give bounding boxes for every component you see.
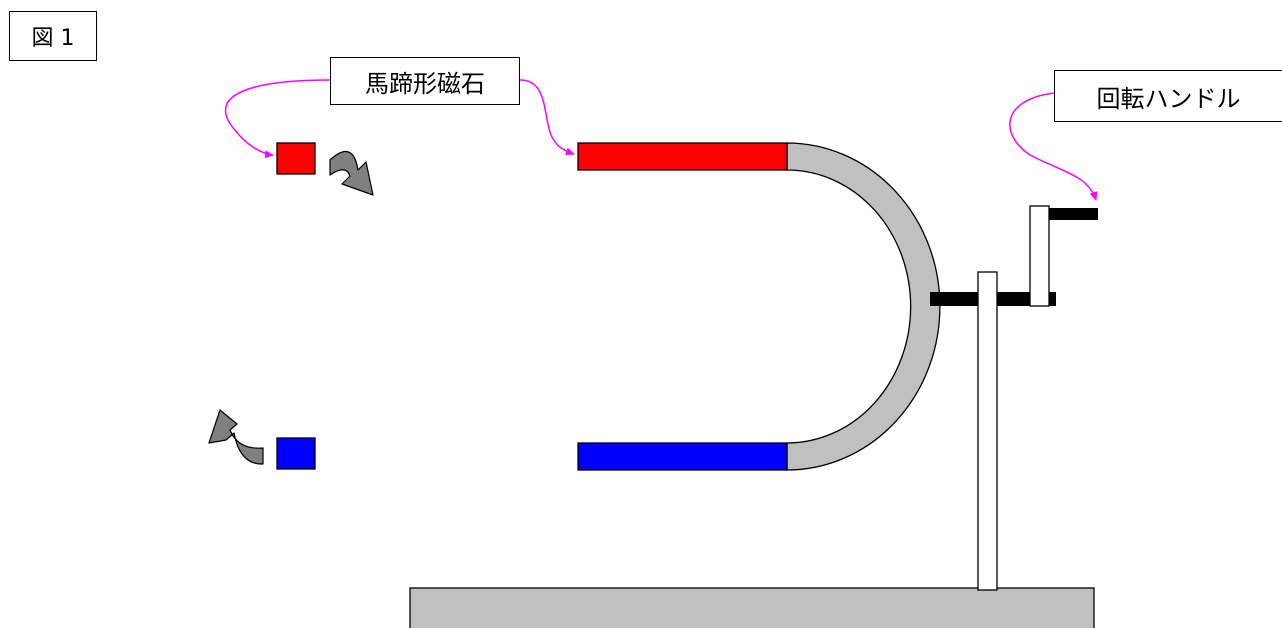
stand-pole [977,271,998,591]
magnet-pointer-to-horseshoe [519,79,575,156]
rotation-handle-label: 回転ハンドル [1054,70,1282,122]
north-pole-block [276,142,316,175]
south-pole-block [276,437,316,470]
magnet-pointer-to-block [224,79,331,159]
handle-grip [1049,208,1098,220]
horseshoe-south-leg [577,442,788,471]
horseshoe-magnet-bend [786,142,941,471]
rotation-arrow-clockwise-icon [329,150,374,196]
figure-number-label: 図 1 [9,11,97,61]
crank-arm [1029,205,1050,307]
horseshoe-magnet-label: 馬蹄形磁石 [330,57,520,105]
handle-pointer-to-grip [1009,92,1098,201]
rotation-arrow-counterclockwise-icon [208,409,264,465]
horseshoe-north-leg [577,142,788,171]
stand-base [409,587,1095,628]
